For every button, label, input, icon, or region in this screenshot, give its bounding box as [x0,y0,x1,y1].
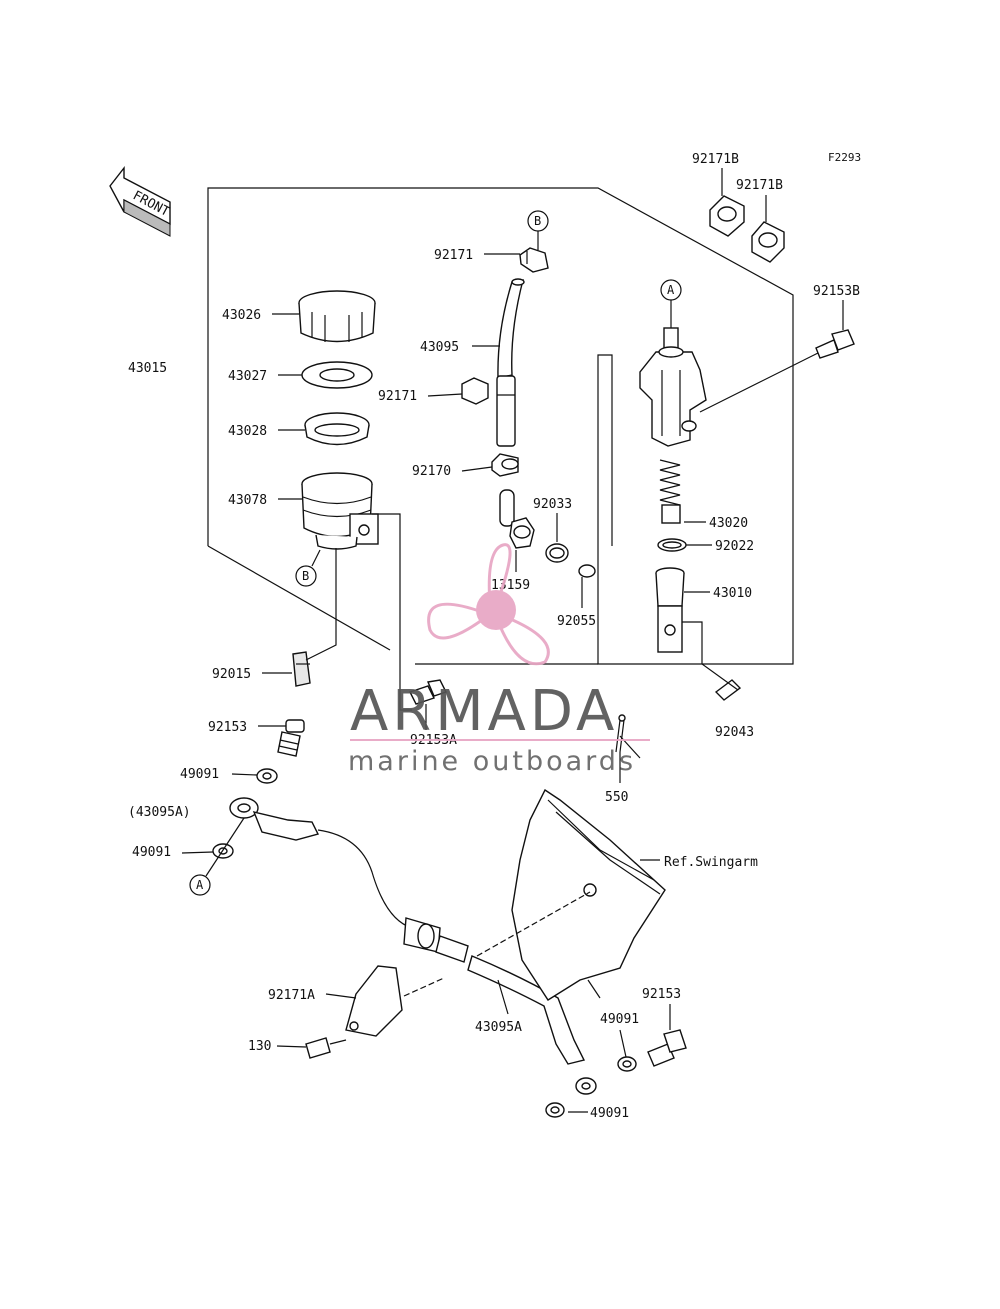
label-43027: 43027 [228,369,267,384]
spring-piston-43020 [659,459,681,524]
propeller-logo-icon [427,543,550,666]
label-43078: 43078 [228,493,267,508]
cotter-pin-550 [615,714,626,753]
label-92043: 92043 [715,725,754,740]
label-130: 130 [248,1039,271,1054]
label-43010: 43010 [713,586,752,601]
watermark: ARMADA marine outboards [348,543,650,777]
label-92171A: 92171A [268,988,315,1003]
clamp-92171-mid [461,377,489,405]
bolt-130 [305,1037,347,1059]
oring-92055 [578,564,596,578]
pin-92043 [714,679,742,701]
label-550: 550 [605,790,628,805]
callout-b-top: B [527,210,549,250]
washer-49091-a [256,768,278,784]
label-92015: 92015 [212,667,251,682]
label-92170: 92170 [412,464,451,479]
diaphragm-plate [301,361,373,389]
bolt-92153B [815,329,855,359]
clamp-92171-top [519,247,549,273]
hose-clip-92015 [292,651,311,687]
label-49091-d: 49091 [590,1106,629,1121]
label-92022: 92022 [715,539,754,554]
master-cylinder-body [639,327,707,447]
clamp-92171B-1 [709,195,745,237]
label-92171B-1: 92171B [692,152,739,167]
leader-lines [181,168,844,1113]
label-49091-c: 49091 [600,1012,639,1027]
label-92153B: 92153B [813,284,860,299]
hose-fitting-13159 [499,489,535,549]
label-49091-b: 49091 [132,845,171,860]
watermark-brand: ARMADA [350,679,618,744]
label-43095A: 43095A [475,1020,522,1035]
bolt-92153A [409,679,447,705]
callout-a-top: A [660,279,682,328]
label-92171-top: 92171 [434,248,473,263]
part-labels: 43015 43026 43027 43028 43078 92015 9215… [128,152,860,1121]
label-43095: 43095 [420,340,459,355]
circlip-92022 [657,538,687,552]
label-43095A-paren: (43095A) [128,805,191,820]
callout-a-left: A [189,874,211,896]
label-92033: 92033 [533,497,572,512]
swingarm [511,788,666,1001]
banjo-bolt-92153-right [647,1029,687,1067]
label-ref-swingarm: Ref.Swingarm [664,855,758,870]
diagram-code: F2293 [828,151,861,164]
callout-b-left: B [295,549,321,587]
washer-49091-c [617,1056,637,1072]
label-92055: 92055 [557,614,596,629]
svg-text:B: B [302,569,309,583]
brake-hose [317,829,597,1095]
svg-text:A: A [196,878,204,892]
reservoir-cap [298,290,376,343]
hose-guide-92171A [345,965,403,1037]
washer-49091-d [545,1102,565,1118]
reservoir-hose [496,278,525,447]
label-92153-right: 92153 [642,987,681,1002]
assembly-outline [207,187,794,665]
clamp-92171B-2 [751,221,785,263]
reservoir-tank [301,472,379,550]
watermark-tagline: marine outboards [348,746,636,777]
diaphragm [304,412,370,446]
label-92171B-2: 92171B [736,178,783,193]
label-43015: 43015 [128,361,167,376]
push-rod-43010 [655,567,685,653]
oring-92033 [545,543,569,563]
front-arrow-icon: FRONT [109,165,172,237]
label-92153-left: 92153 [208,720,247,735]
label-43026: 43026 [222,308,261,323]
label-43028: 43028 [228,424,267,439]
label-43020: 43020 [709,516,748,531]
label-49091-a: 49091 [180,767,219,782]
banjo-fitting-43095A [229,797,320,841]
clamp-92170 [491,453,519,477]
label-92171-mid: 92171 [378,389,417,404]
svg-text:A: A [667,283,675,297]
svg-text:B: B [534,214,541,228]
